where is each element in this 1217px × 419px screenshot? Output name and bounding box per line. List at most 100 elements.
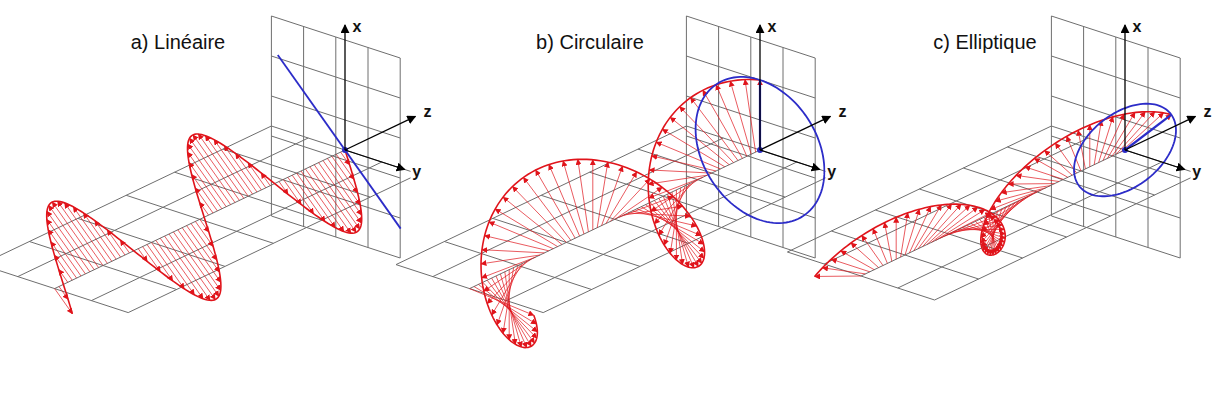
field-vector: [592, 160, 593, 230]
field-vector: [815, 276, 861, 277]
polarization-trace: [278, 55, 401, 229]
field-vector: [656, 142, 720, 169]
axis-label: z: [1201, 104, 1213, 122]
field-vector: [1099, 117, 1113, 163]
field-vector: [549, 165, 580, 237]
field-vector: [482, 250, 544, 253]
axis-arrow: [344, 25, 345, 150]
axis-arrow: [1124, 25, 1125, 150]
field-vector: [730, 81, 751, 154]
field-vector: [1034, 159, 1067, 178]
field-vector: [654, 182, 694, 224]
field-envelope: [47, 134, 362, 314]
grid-line: [1115, 37, 1116, 237]
panel-title: b) Circulaire: [526, 28, 654, 57]
field-vector: [65, 203, 108, 264]
axes: [760, 25, 830, 170]
grid-line: [303, 27, 304, 227]
axis-arrow: [760, 150, 820, 170]
field-vector: [1008, 183, 1054, 184]
grid-line: [1180, 58, 1181, 258]
field-vector: [1025, 167, 1064, 180]
field-vector: [851, 243, 879, 268]
field-vector: [1125, 115, 1171, 150]
vertical-grid: [1051, 16, 1180, 258]
field-vector: [823, 268, 866, 274]
field-vector: [156, 240, 195, 294]
polarization-panel: [396, 16, 834, 348]
field-vector: [982, 203, 1015, 248]
grid-line: [1148, 48, 1149, 248]
field-vector: [662, 129, 724, 167]
field-vectors: [470, 80, 760, 348]
grid-line: [128, 174, 418, 313]
field-vectors: [47, 134, 362, 314]
field-vector: [610, 179, 650, 221]
field-vector: [178, 230, 221, 291]
field-vector: [512, 187, 566, 243]
grid-line: [1051, 16, 1052, 216]
field-vector: [680, 107, 734, 163]
field-vector: [597, 162, 608, 228]
field-vector: [885, 223, 892, 262]
field-vector: [484, 259, 531, 291]
axis-label: z: [421, 104, 433, 122]
field-vector: [873, 229, 887, 264]
horizontal-grid: [396, 126, 834, 313]
axes: [1125, 25, 1195, 170]
axis-arrow: [345, 116, 415, 150]
vertical-grid: [271, 16, 400, 258]
field-vector: [649, 170, 711, 173]
grid-line: [1083, 27, 1084, 227]
grid-line: [18, 138, 308, 277]
field-vector: [495, 209, 557, 247]
panel-title: a) Linéaire: [121, 28, 236, 57]
axis-arrow: [1125, 150, 1185, 170]
field-vector: [905, 209, 919, 255]
grid-line: [750, 37, 751, 237]
field-vector: [487, 261, 527, 303]
panel-title: c) Elliptique: [923, 28, 1046, 57]
field-vector: [73, 207, 112, 261]
field-vector: [1125, 115, 1171, 150]
field-vector: [503, 197, 562, 244]
field-vector: [236, 153, 262, 189]
field-vector: [931, 207, 977, 242]
axis-arrow: [1125, 116, 1195, 150]
grid-line: [718, 27, 719, 227]
grid-line: [783, 48, 784, 248]
field-vector: [489, 222, 553, 249]
field-vector: [205, 136, 248, 197]
grid-line: [271, 16, 272, 216]
field-vector: [1016, 175, 1059, 181]
field-vector: [649, 177, 703, 198]
axis-label: z: [836, 104, 848, 122]
field-vector: [896, 217, 897, 259]
field-vector: [482, 257, 536, 278]
axis-arrow: [345, 150, 405, 170]
field-vector: [310, 167, 356, 233]
grid-line: [470, 150, 760, 289]
field-vector: [745, 80, 756, 153]
grid-line: [368, 48, 369, 248]
field-vector: [319, 163, 362, 224]
axis-arrow: [759, 25, 760, 150]
field-vector: [191, 224, 217, 260]
field-vector: [160, 238, 203, 299]
axes: [345, 25, 415, 170]
grid-line: [55, 150, 345, 289]
grid-line: [506, 162, 796, 301]
vertical-grid: [686, 16, 815, 258]
field-vector: [716, 85, 747, 157]
field-vector: [602, 166, 623, 225]
field-vector: [831, 259, 870, 272]
field-vector: [841, 251, 874, 270]
field-vector: [563, 161, 584, 234]
field-vector: [188, 144, 231, 205]
grid-line: [638, 149, 785, 197]
grid-line: [815, 58, 816, 258]
field-vector: [169, 234, 215, 300]
field-vector: [927, 205, 970, 244]
